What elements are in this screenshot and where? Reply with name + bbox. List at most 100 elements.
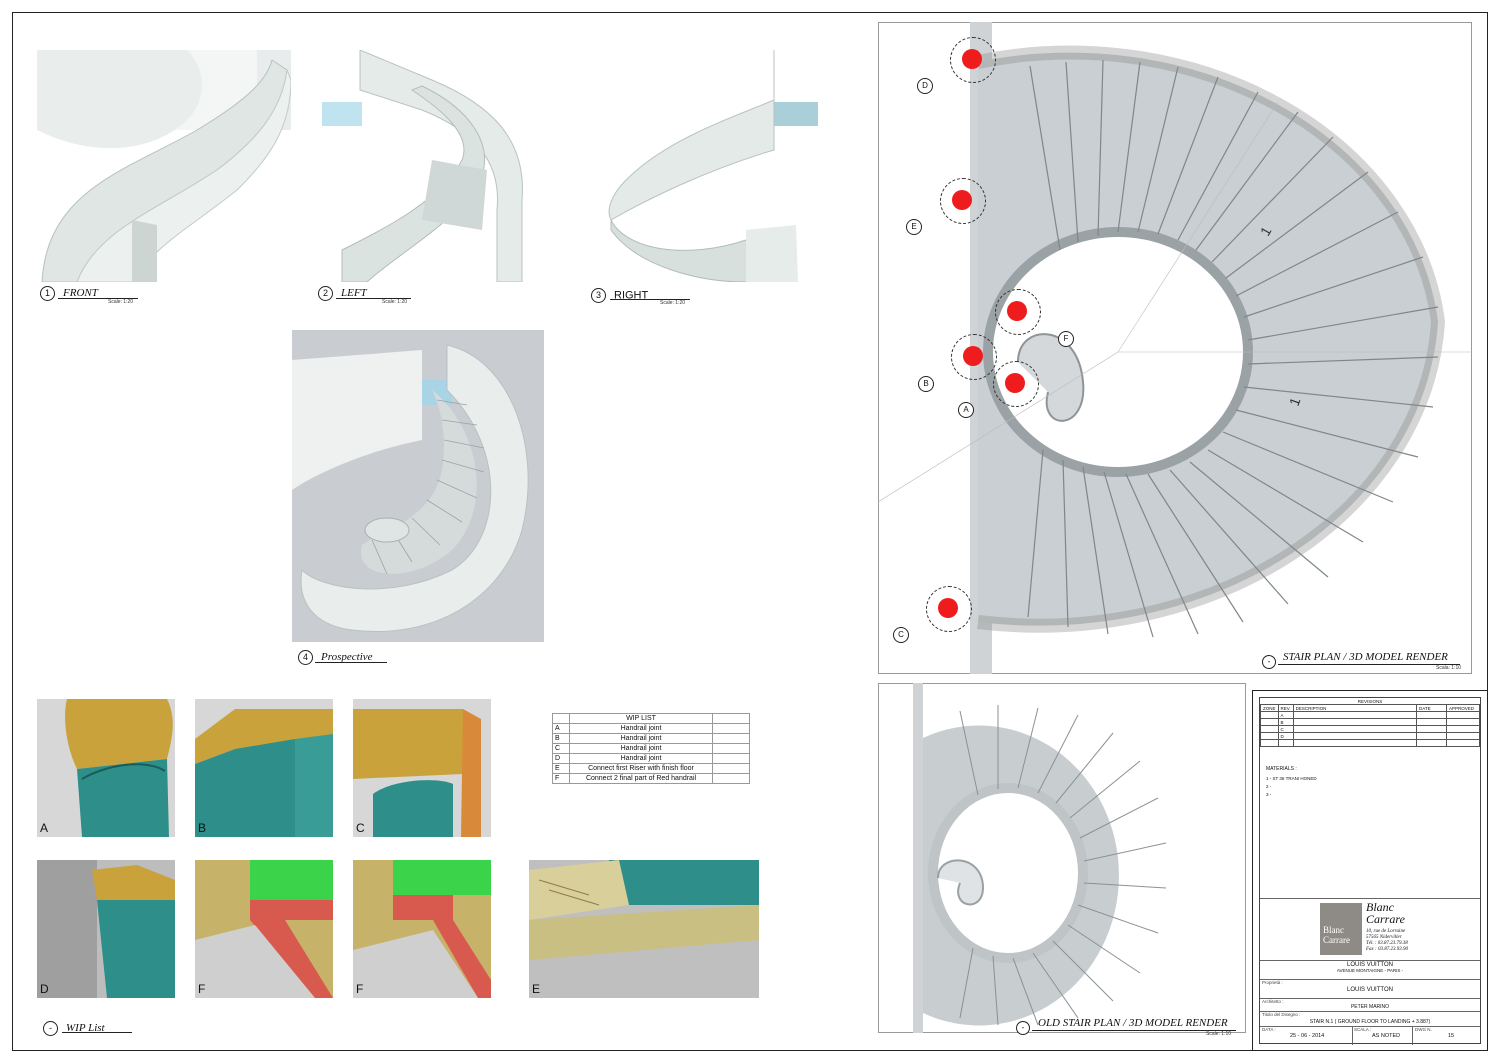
revisions-label: REVISIONS [1357, 699, 1383, 704]
table-row: C [1260, 725, 1480, 733]
wip-caption: -WIP List [43, 1021, 163, 1036]
wip-thumb-f1: F [195, 860, 333, 998]
company-logo: Blanc Carrare [1320, 903, 1362, 955]
view-number-badge: 1 [40, 286, 55, 301]
address-line: 10, rue de Lorraine [1366, 929, 1406, 934]
proprieta-value: LOUIS VUITTON [1347, 987, 1393, 993]
wip-thumb-f2: F [353, 860, 491, 998]
title-block-inner: REVISIONS ZONE REV. DESCRIPTION DATE APP… [1259, 697, 1481, 1045]
thumb-label: E [532, 982, 541, 996]
wip-thumb-c: C [353, 699, 491, 837]
thumb-label: F [356, 982, 364, 996]
materials-label: MATERIALS : [1266, 766, 1297, 772]
marker-label: A [958, 402, 974, 418]
marker-label: B [918, 376, 934, 392]
client-row: LOUIS VUITTON AVENUE MONTAIGNE - PARIS - [1260, 960, 1480, 979]
thumb-label: D [40, 982, 49, 996]
wip-thumb-b: B [195, 699, 333, 837]
address-line: Fax : 03.87.23.93.90 [1366, 947, 1408, 952]
material-item: 1 - ST 36 TRANI HONED [1266, 776, 1317, 781]
view-label: LEFT [341, 287, 367, 300]
logo-block: Blanc Carrare Blanc Carrare 10, rue de L… [1260, 898, 1480, 959]
hotspot-ring [951, 334, 997, 380]
caption-underline [62, 1032, 132, 1033]
view-label: Prospective [321, 651, 373, 664]
thumb-label: F [198, 982, 206, 996]
table-row: A [1260, 711, 1480, 719]
hotspot-ring [926, 586, 972, 632]
old-plan-title: OLD STAIR PLAN / 3D MODEL RENDER [1038, 1017, 1228, 1029]
view-number-badge: 4 [298, 650, 313, 665]
hotspot-a[interactable] [1005, 373, 1025, 393]
stair-plan-frame [878, 22, 1472, 674]
titolo-row: Titolo del Disegno : STAIR N.1 ( GROUND … [1260, 1011, 1480, 1026]
plan-title: STAIR PLAN / 3D MODEL RENDER [1283, 651, 1448, 663]
address-line: 57565 Niderviller [1366, 935, 1402, 940]
marker-label: E [906, 219, 922, 235]
architetto-row: Architetto : PETER MARINO [1260, 998, 1480, 1011]
caption-underline [1278, 664, 1460, 665]
wip-thumb-a: A [37, 699, 175, 837]
address-line: Tél. : 03.87.23.79.38 [1366, 941, 1408, 946]
prospective-view-caption: 4 Prospective [298, 650, 418, 665]
caption-underline [336, 298, 411, 299]
marker-label: F [1058, 331, 1074, 347]
view-scale: Scale: 1:20 [108, 299, 134, 305]
right-view-caption: 3 RIGHT [591, 288, 671, 303]
client-name: LOUIS VUITTON [1347, 962, 1393, 968]
drawing-sheet [12, 12, 1488, 1051]
wip-thumb-d: D [37, 860, 175, 998]
view-number-badge: 2 [318, 286, 333, 301]
hotspot-ring [993, 361, 1039, 407]
plan-number-badge: - [1262, 655, 1276, 669]
hotspot-ring [940, 178, 986, 224]
table-row: D [1260, 732, 1480, 740]
caption-underline [58, 298, 138, 299]
hotspot-e[interactable] [952, 190, 972, 210]
client-address: AVENUE MONTAIGNE - PARIS - [1336, 968, 1404, 973]
table-row: B [1260, 718, 1480, 726]
left-view-caption: 2 LEFT [318, 286, 398, 301]
thumb-label: B [198, 821, 207, 835]
hotspot-f[interactable] [1007, 301, 1027, 321]
company-name-line2: Carrare [1366, 912, 1405, 926]
hotspot-ring [950, 37, 996, 83]
material-item: 3 - [1266, 792, 1272, 797]
hotspot-ring [995, 289, 1041, 335]
old-plan-scale: Scale: 1:10 [1206, 1031, 1232, 1037]
title-block: REVISIONS ZONE REV. DESCRIPTION DATE APP… [1252, 690, 1488, 1051]
marker-label: C [893, 627, 909, 643]
view-label: FRONT [63, 287, 98, 300]
view-label: RIGHT [614, 289, 649, 302]
titolo-value: STAIR N.1 ( GROUND FLOOR TO LANDING + 3.… [1309, 1019, 1431, 1025]
hotspot-c[interactable] [938, 598, 958, 618]
caption-underline [610, 299, 690, 300]
material-item: 2 - [1266, 784, 1272, 789]
caption-underline [315, 662, 387, 663]
date-value: 25 - 06 - 2014 [1290, 1033, 1325, 1039]
view-scale: Scale: 1:20 [660, 300, 686, 306]
hotspot-b[interactable] [963, 346, 983, 366]
front-view-render [37, 50, 291, 282]
right-view-render [606, 50, 818, 282]
wip-list-title: WIP LIST [569, 713, 713, 724]
table-row [1260, 739, 1480, 747]
prospective-view-render [292, 330, 544, 642]
view-number-badge: 3 [591, 288, 606, 303]
front-view-caption: 1 FRONT [40, 286, 120, 301]
scale-value: AS NOTED [1372, 1033, 1401, 1039]
stair-treads [1027, 59, 1439, 638]
old-stair-plan-render [878, 683, 1246, 1033]
dwg-value: 15 [1448, 1033, 1455, 1039]
plan-scale: Scala: 1:10 [1436, 665, 1462, 671]
hotspot-d[interactable] [962, 49, 982, 69]
caption-underline [1032, 1030, 1236, 1031]
architetto-value: PETER MARINO [1350, 1004, 1390, 1010]
old-plan-number-badge: - [1016, 1021, 1030, 1035]
